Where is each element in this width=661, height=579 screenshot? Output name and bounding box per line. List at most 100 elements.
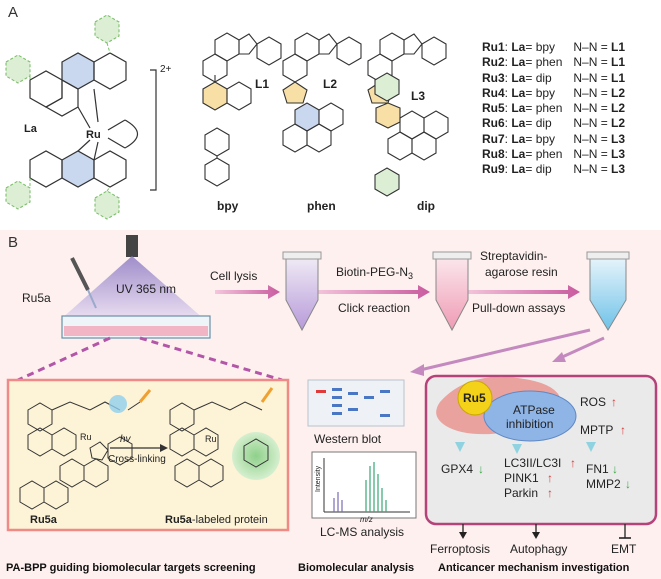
ru5-label: Ru5 bbox=[463, 391, 486, 405]
lcms-axis-y: Intensity bbox=[315, 465, 322, 492]
ros-label: ROS bbox=[580, 395, 606, 409]
legend-nn-value: L2 bbox=[611, 116, 626, 131]
tube-click-icon bbox=[432, 251, 472, 332]
fn1-label: FN1 bbox=[586, 462, 609, 476]
ligand-l3-label: L3 bbox=[411, 89, 425, 103]
arrow-to-mechanism bbox=[559, 336, 605, 360]
legend-la-key: La bbox=[511, 116, 526, 131]
legend-la-key: La bbox=[511, 147, 526, 162]
legend-nn-key: N–N = bbox=[573, 85, 612, 100]
atpase-label-1: ATPase bbox=[513, 403, 555, 417]
ligand-l2-label: L2 bbox=[323, 77, 337, 91]
crosslink-label: Cross-linking bbox=[108, 454, 166, 465]
step-strep-2: agarose resin bbox=[485, 265, 558, 279]
caption-middle: Biomolecular analysis bbox=[298, 562, 414, 574]
complex-name: Ru5 bbox=[482, 101, 505, 116]
complex-name: Ru9 bbox=[482, 162, 505, 177]
dashed-connector-left bbox=[17, 336, 111, 382]
dashed-connector-right bbox=[139, 336, 283, 382]
down-arrow-lc3 bbox=[512, 444, 522, 454]
legend-nn-key: N–N = bbox=[573, 131, 612, 146]
western-blot-icon bbox=[307, 379, 405, 427]
legend-la-value: = phen bbox=[525, 147, 563, 162]
ferroptosis-label: Ferroptosis bbox=[430, 542, 490, 556]
complex-name: Ru4 bbox=[482, 85, 505, 100]
gpx4-down-arrow: ↓ bbox=[478, 462, 484, 476]
step-cell-lysis: Cell lysis bbox=[210, 269, 257, 283]
diazirine-highlight bbox=[109, 395, 127, 413]
ligand-structures: L1 L2 L3 bpy phen dip bbox=[202, 32, 449, 213]
pink1-up-arrow: ↑ bbox=[547, 471, 553, 485]
tube-lysate-icon bbox=[282, 251, 322, 332]
down-arrow-gpx4 bbox=[455, 442, 465, 452]
legend-la-value: = bpy bbox=[525, 85, 556, 100]
ru5a-molecule-drawing bbox=[19, 401, 141, 510]
ru5a-label: Ru5a bbox=[22, 291, 51, 305]
panel-a-letter: A bbox=[8, 4, 19, 21]
ru-center-label: Ru bbox=[86, 129, 101, 141]
uv-lamp-icon bbox=[126, 235, 138, 257]
arrow-click bbox=[315, 285, 430, 299]
ligand-phen-structure bbox=[282, 102, 344, 153]
pink1-label: PINK1 bbox=[504, 471, 539, 485]
labeled-protein-label: Ru5a-labeled protein bbox=[165, 514, 268, 526]
complex-name: Ru8 bbox=[482, 147, 505, 162]
ru5a-molecule-label: Ru5a bbox=[30, 514, 58, 526]
legend-la-value: = phen bbox=[525, 55, 563, 70]
step-pulldown: Pull-down assays bbox=[472, 301, 565, 315]
step-biotin: Biotin-PEG-N3 bbox=[336, 265, 413, 281]
lcms-axis-x: m/z bbox=[360, 515, 373, 524]
step-click: Click reaction bbox=[338, 301, 410, 315]
arrow-lysis bbox=[215, 285, 280, 299]
hv-label: hv bbox=[120, 434, 132, 445]
complex-name: Ru6 bbox=[482, 116, 505, 131]
legend-la-key: La bbox=[511, 55, 526, 70]
down-arrow-fn1 bbox=[586, 442, 596, 452]
parkin-label: Parkin bbox=[504, 486, 538, 500]
atpase-label-2: inhibition bbox=[506, 417, 553, 431]
lcms-label: LC-MS analysis bbox=[320, 525, 404, 539]
atpase-bubble bbox=[483, 390, 577, 442]
ligand-bpy-structure bbox=[204, 127, 230, 187]
legend-la-key: La bbox=[511, 101, 526, 116]
legend-la-key: La bbox=[511, 40, 526, 54]
legend-nn-value: L3 bbox=[611, 131, 626, 146]
legend-la-value: = bpy bbox=[525, 40, 556, 54]
mptp-up-arrow: ↑ bbox=[620, 423, 626, 437]
emt-label: EMT bbox=[611, 542, 637, 556]
ru5-badge bbox=[457, 380, 493, 416]
charge-label: 2+ bbox=[160, 64, 172, 75]
ligand-bpy-label: bpy bbox=[217, 199, 239, 213]
ligand-l1-label: L1 bbox=[255, 77, 269, 91]
ligand-dip-label: dip bbox=[417, 199, 435, 213]
legend-nn-value: L3 bbox=[611, 162, 626, 177]
pipette-icon bbox=[70, 257, 97, 309]
legend-nn-value: L1 bbox=[611, 55, 626, 70]
ligand-dip-structure bbox=[374, 72, 449, 197]
complex-name: Ru2 bbox=[482, 55, 505, 70]
petri-dish-icon bbox=[61, 315, 211, 339]
arrow-ferroptosis bbox=[459, 532, 467, 539]
alkyne-mark bbox=[138, 389, 152, 403]
ligand-l1-structure bbox=[202, 32, 282, 111]
caption-left: PA-BPP guiding biomolecular targets scre… bbox=[6, 562, 256, 574]
mmp2-down-arrow: ↓ bbox=[625, 477, 631, 491]
fn1-down-arrow: ↓ bbox=[612, 462, 618, 476]
legend-nn-key: N–N = bbox=[573, 55, 612, 70]
western-blot-label: Western blot bbox=[314, 432, 382, 446]
parkin-up-arrow: ↑ bbox=[547, 486, 553, 500]
legend-la-value: = dip bbox=[525, 70, 552, 85]
uv-label: UV 365 nm bbox=[116, 282, 176, 296]
arrow-pulldown bbox=[465, 285, 580, 299]
legend-nn-key: N–N = bbox=[573, 101, 612, 116]
